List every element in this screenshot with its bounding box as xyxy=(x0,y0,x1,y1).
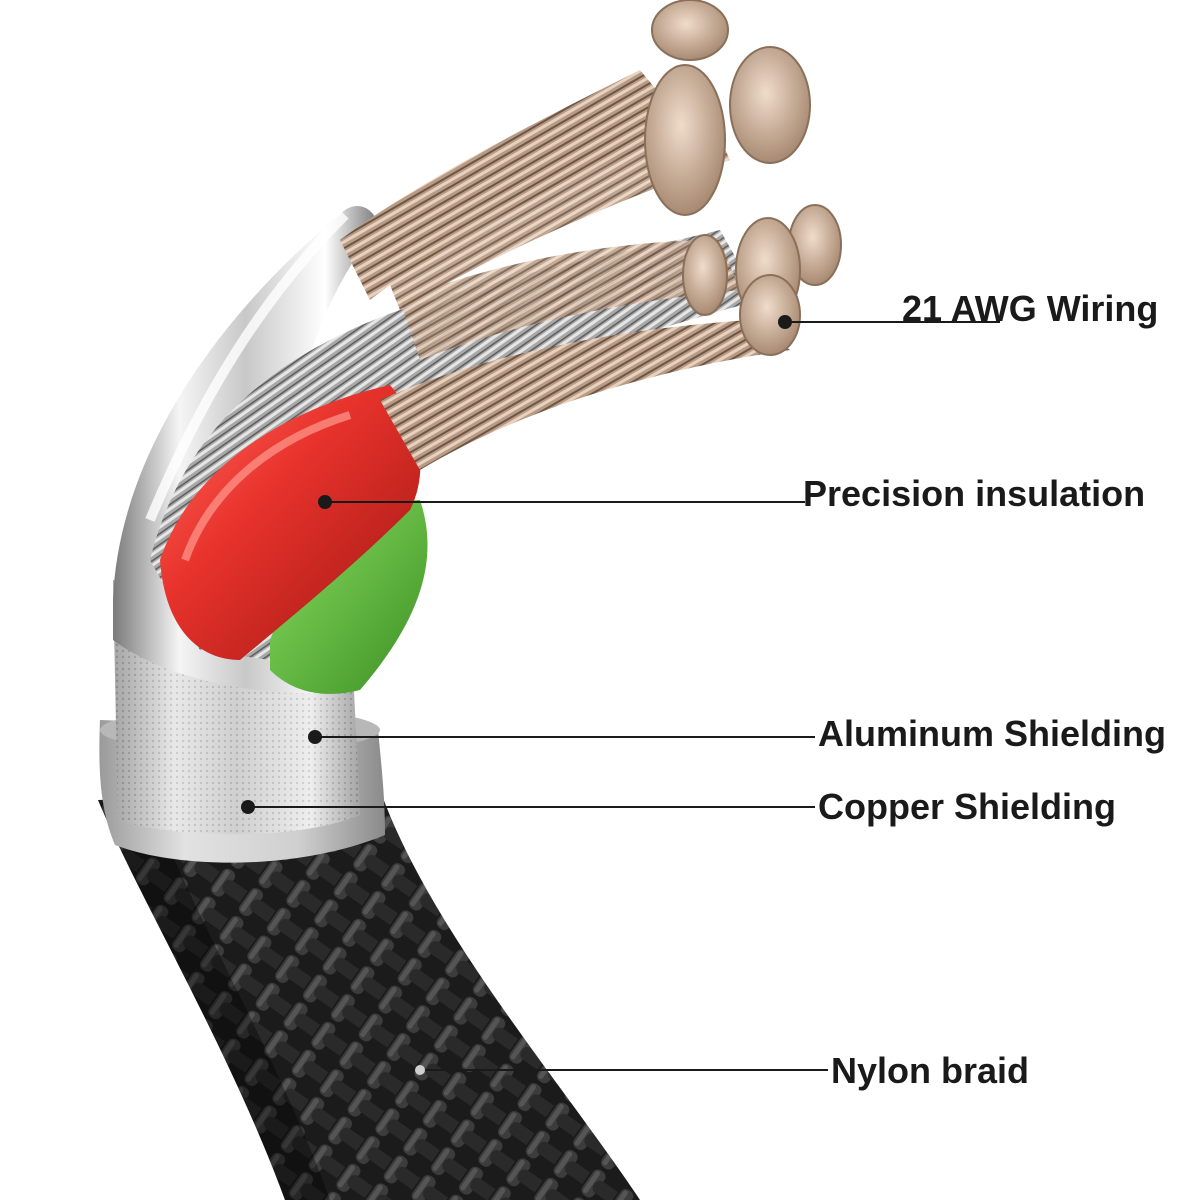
label-aluminum-shielding: Aluminum Shielding xyxy=(818,713,1166,754)
label-copper-shielding: Copper Shielding xyxy=(818,786,1117,827)
pointer-dot-copper xyxy=(241,800,255,814)
nylon-braid-jacket xyxy=(98,790,640,1200)
label-precision-insulation: Precision insulation xyxy=(803,473,1146,514)
pointer-dot-insulation xyxy=(318,495,332,509)
pointer-dot-nylon xyxy=(415,1065,425,1075)
copper-conductor-bundles xyxy=(340,70,790,470)
label-nylon-braid: Nylon braid xyxy=(831,1050,1030,1091)
pointer-dot-awg xyxy=(778,315,792,329)
pointer-dot-aluminum xyxy=(308,730,322,744)
conductor-end-faces xyxy=(644,0,842,356)
red-insulated-wire xyxy=(160,385,421,660)
callout-leaders xyxy=(241,315,1000,1075)
label-21-awg-wiring: 21 AWG Wiring xyxy=(902,288,1159,329)
green-insulated-wire xyxy=(270,500,428,694)
